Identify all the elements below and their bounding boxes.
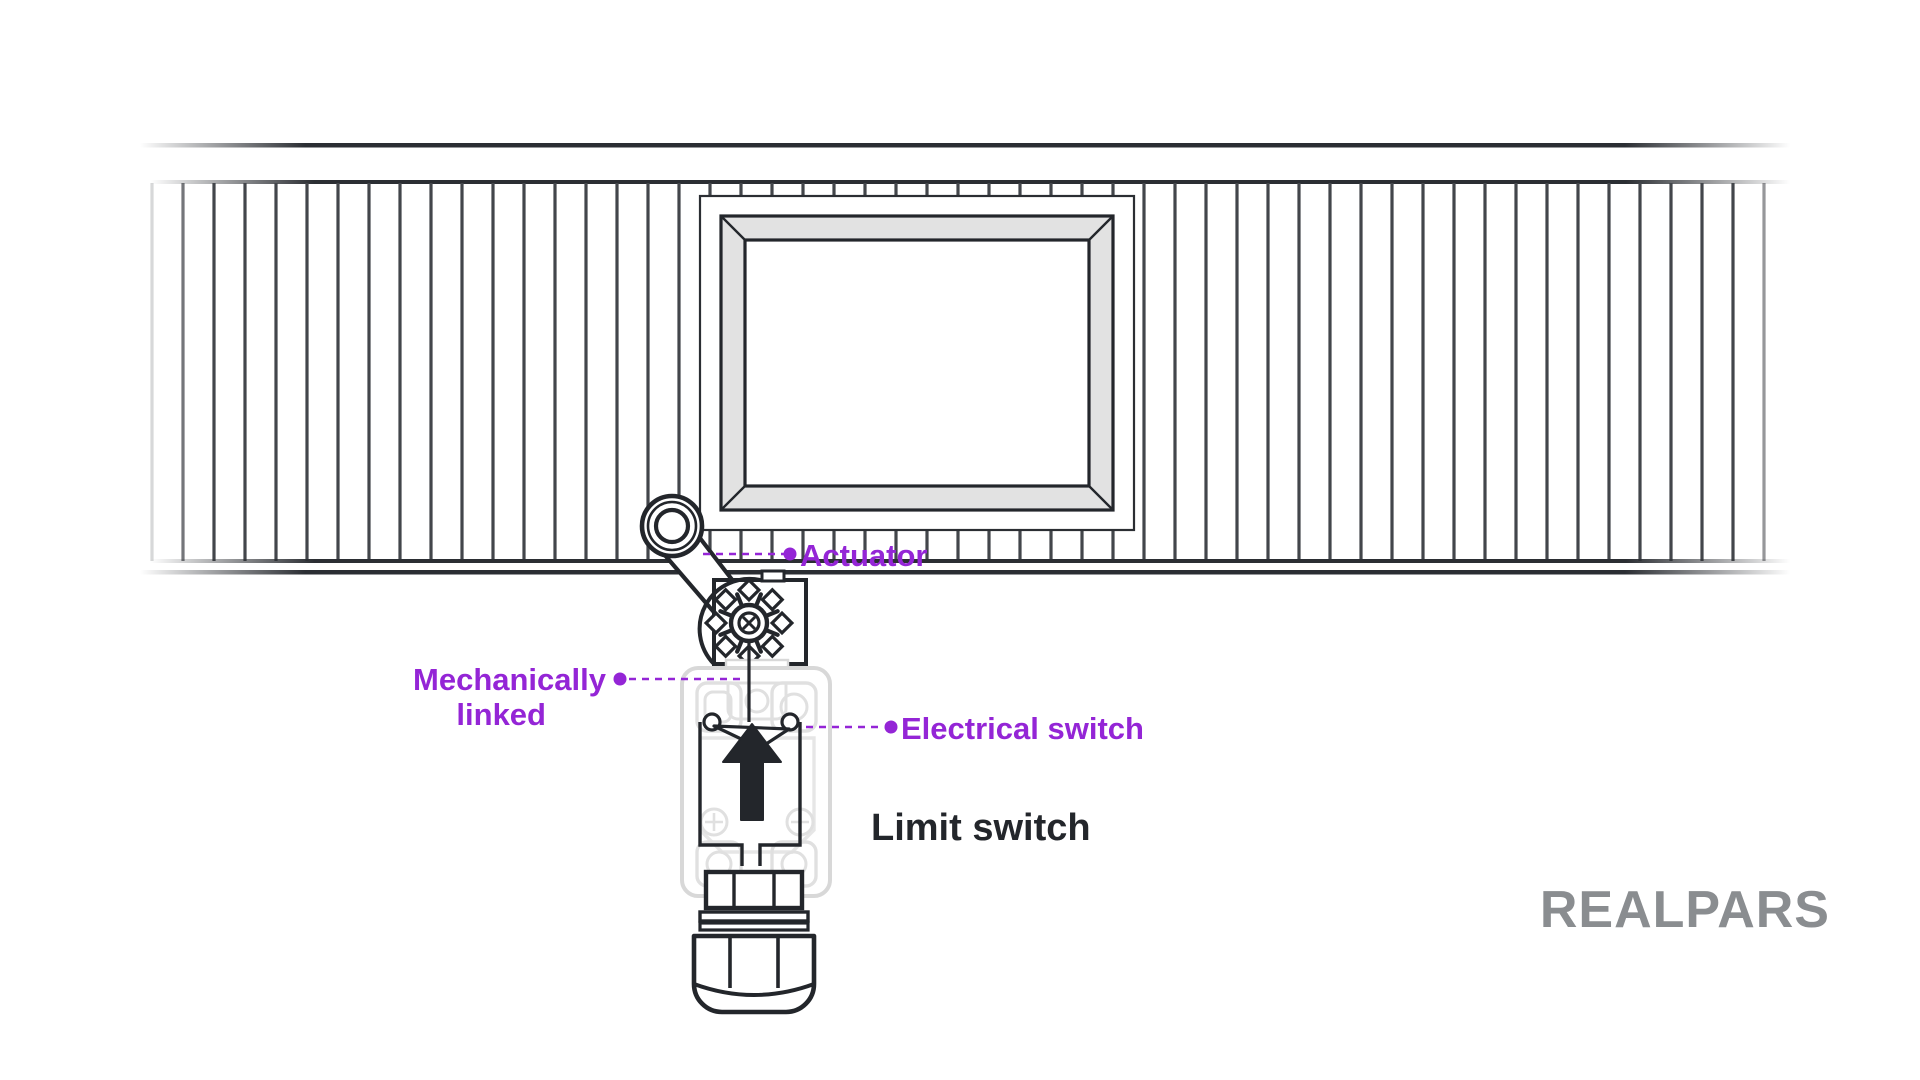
door-slat	[1297, 183, 1301, 561]
door-slat	[336, 183, 340, 561]
window-frame-inner	[743, 238, 1091, 488]
actuator-label: Actuator	[800, 538, 927, 573]
door-slat	[1638, 183, 1642, 561]
door-slat	[522, 183, 526, 561]
electrical-switch-label: Electrical switch	[901, 711, 1144, 746]
window-mitre-tl	[720, 215, 746, 241]
door-slat	[274, 183, 278, 561]
actuator-roller	[639, 493, 705, 559]
door-slat	[367, 183, 371, 561]
door-slat	[1762, 183, 1766, 561]
door-slat	[181, 183, 185, 561]
door-slat	[1235, 183, 1239, 561]
gear-tooth	[760, 587, 785, 612]
door-slat	[1204, 183, 1208, 561]
electrical-switch-leader-dot	[884, 720, 898, 734]
door-panel-bottom-edge	[150, 559, 1790, 563]
head-screw-tab	[760, 569, 786, 583]
window-mitre-tr	[1088, 215, 1114, 241]
door-slat	[460, 183, 464, 561]
door-slat	[1421, 183, 1425, 561]
annotation-actuator[interactable]: Actuator	[703, 538, 927, 573]
window-mitre-br	[1088, 485, 1114, 511]
door-slat	[1173, 183, 1177, 561]
up-arrow-icon	[722, 723, 782, 821]
door-slat	[491, 183, 495, 561]
door-slat	[1483, 183, 1487, 561]
cable-gland	[691, 869, 817, 1015]
door-slat	[1359, 183, 1363, 561]
mechanically-linked-label-line2: linked	[456, 697, 546, 732]
annotation-electrical-switch[interactable]: Electrical switch	[806, 711, 1144, 746]
realpars-logo: REALPARS	[1540, 881, 1830, 939]
annotation-layer: Actuator Mechanically linked Electrical …	[413, 538, 1144, 746]
door-slat	[398, 183, 402, 561]
mechanically-linked-label-line1: Mechanically	[413, 662, 607, 697]
door-slat	[646, 183, 650, 561]
door-slat	[615, 183, 619, 561]
door-slat	[1514, 183, 1518, 561]
door-slat	[1700, 183, 1704, 561]
gear-tooth	[769, 610, 795, 636]
window-mitre-bl	[720, 485, 746, 511]
door-slat	[305, 183, 309, 561]
door-bottom-rail	[140, 570, 1790, 575]
door-slat	[1328, 183, 1332, 561]
door-slat	[1731, 183, 1735, 561]
door-slat	[212, 183, 216, 561]
actuator-leader-dot	[783, 547, 797, 561]
gear-tooth	[760, 634, 785, 659]
gear-tooth	[736, 577, 762, 603]
door-slat	[1576, 183, 1580, 561]
door-slat	[1390, 183, 1394, 561]
door-slat	[1266, 183, 1270, 561]
door-panel-top-edge	[150, 180, 1790, 184]
door-window	[698, 194, 1136, 532]
door-slat	[1669, 183, 1673, 561]
door-top-rail	[140, 143, 1790, 148]
gear-tooth	[713, 587, 738, 612]
door-slat	[553, 183, 557, 561]
gear-tooth	[713, 634, 738, 659]
gear-tooth	[703, 610, 729, 636]
annotation-mechanically-linked[interactable]: Mechanically linked	[413, 662, 742, 732]
door-slat	[1452, 183, 1456, 561]
pivot-gear	[703, 577, 795, 669]
door-slat	[1607, 183, 1611, 561]
door-slat	[429, 183, 433, 561]
door-slat	[243, 183, 247, 561]
mechanically-linked-leader-dot	[613, 672, 627, 686]
realpars-logo-text: REALPARS	[1540, 881, 1830, 939]
door-slat	[677, 183, 681, 561]
limit-switch-assembly	[639, 493, 832, 1015]
page-title: Limit switch	[871, 807, 1091, 849]
door-slat	[584, 183, 588, 561]
door-slat	[1545, 183, 1549, 561]
door-slat	[1142, 183, 1146, 561]
door-slat	[150, 183, 154, 561]
